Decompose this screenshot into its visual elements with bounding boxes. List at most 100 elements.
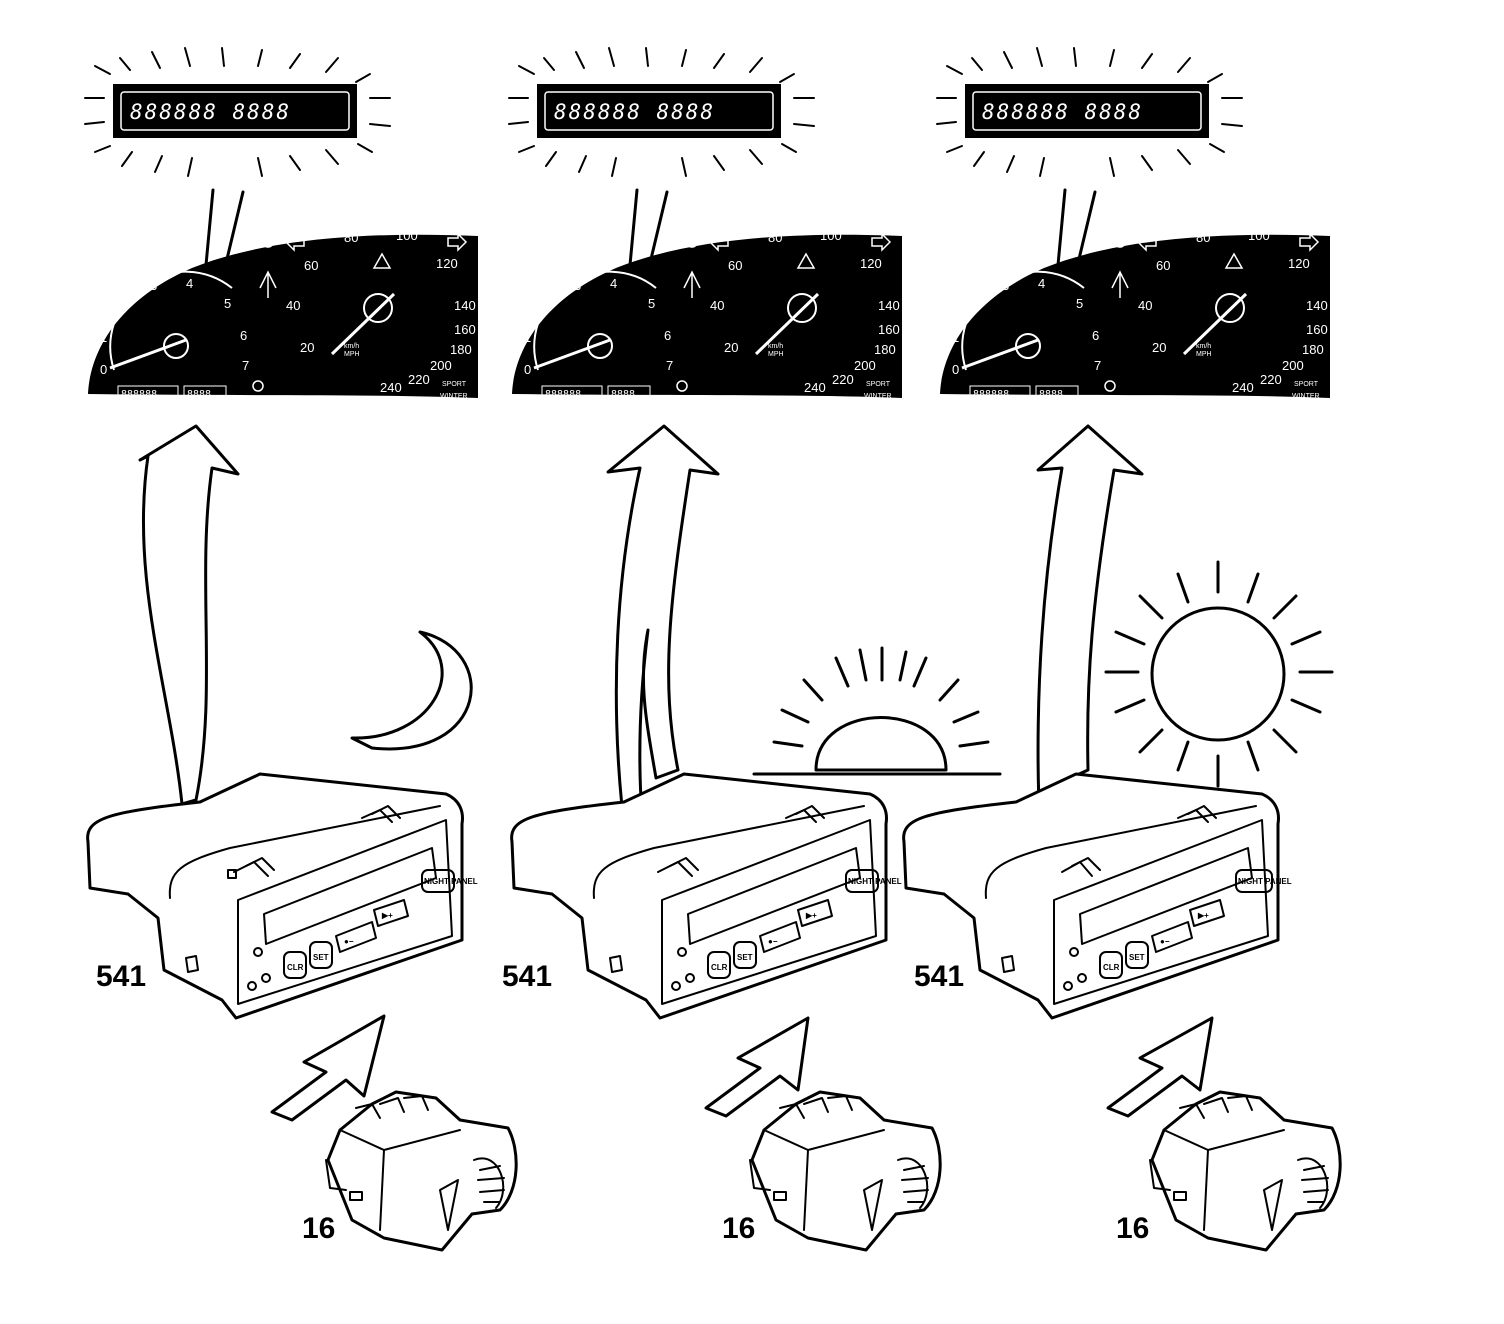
- odometer-total: 888888: [121, 389, 157, 400]
- tach-label: 3: [150, 278, 157, 293]
- speed-label: 180: [450, 342, 472, 357]
- display-readout: 888888 8888: [982, 100, 1143, 124]
- sport-label: SPORT: [866, 381, 891, 388]
- speed-label: 60: [728, 258, 742, 273]
- tach-label: 4: [186, 276, 193, 291]
- tach-label: 3: [574, 278, 581, 293]
- signal-arrow-switch: [704, 1016, 810, 1118]
- speed-label: 200: [854, 358, 876, 373]
- speed-label: 240: [804, 380, 826, 395]
- winter-label: WINTER: [864, 393, 892, 400]
- winter-label: WINTER: [1292, 393, 1320, 400]
- display-screen: [113, 84, 357, 138]
- tach-label: 4: [610, 276, 617, 291]
- left-turn-icon: [1136, 232, 1157, 252]
- dimmer-switch[interactable]: [325, 1090, 518, 1252]
- speed-label: 80: [1196, 230, 1210, 245]
- odometer-total: 888888: [545, 389, 581, 400]
- tach-label: 2: [542, 300, 549, 315]
- signal-arrow-switch: [1106, 1016, 1214, 1118]
- instrument-cluster: 0 1 2 3 4 5 6 7 20 40 60 80 100 120 140 …: [512, 228, 902, 401]
- tach-label: 7: [242, 358, 249, 373]
- tach-label: 1: [952, 330, 959, 345]
- speed-unit-lower: MPH: [1196, 351, 1212, 358]
- speed-unit-lower: MPH: [344, 351, 360, 358]
- warning-light-icon: [262, 236, 274, 248]
- night-panel-button[interactable]: NIGHT PANEL: [848, 877, 902, 886]
- night-panel-button[interactable]: NIGHT PANEL: [424, 877, 478, 886]
- sport-label: SPORT: [1294, 381, 1319, 388]
- speed-label: 20: [1152, 340, 1166, 355]
- traction-icon: [1111, 270, 1129, 298]
- engine-icon: [252, 380, 264, 392]
- speed-unit-upper: km/h: [1196, 343, 1211, 350]
- sid-unit: CLR SET ●− ▶+ NIGHT PANEL: [510, 772, 902, 1020]
- speed-unit-upper: km/h: [344, 343, 359, 350]
- display-screen: [965, 84, 1209, 138]
- sun-icon: [1104, 560, 1334, 788]
- speed-label: 240: [1232, 380, 1254, 395]
- warning-light-icon: [686, 236, 698, 248]
- hazard-icon: [1224, 252, 1244, 269]
- tach-label: 3: [1002, 278, 1009, 293]
- dimmer-switch[interactable]: [749, 1090, 942, 1252]
- minus-button[interactable]: ●−: [1160, 937, 1170, 946]
- glow-rays: [84, 47, 391, 177]
- tach-label: 6: [240, 328, 247, 343]
- speed-unit-lower: MPH: [768, 351, 784, 358]
- plus-button[interactable]: ▶+: [1197, 911, 1209, 920]
- part-number-switch: 16: [1116, 1212, 1149, 1245]
- tach-label: 1: [524, 330, 531, 345]
- plus-button[interactable]: ▶+: [381, 911, 393, 920]
- speed-label: 220: [1260, 372, 1282, 387]
- speed-label: 100: [820, 228, 842, 243]
- display-readout: 888888 8888: [130, 100, 291, 124]
- hazard-icon: [796, 252, 816, 269]
- speed-label: 120: [436, 256, 458, 271]
- engine-icon: [676, 380, 688, 392]
- tach-label: 5: [1076, 296, 1083, 311]
- odometer-trip: 8888: [187, 389, 211, 400]
- speed-label: 140: [878, 298, 900, 313]
- display-screen: [537, 84, 781, 138]
- clr-button[interactable]: CLR: [1103, 963, 1120, 972]
- speed-unit-upper: km/h: [768, 343, 783, 350]
- set-button[interactable]: SET: [737, 953, 753, 962]
- signal-arrow-up: [138, 424, 240, 806]
- sport-label: SPORT: [442, 381, 467, 388]
- minus-button[interactable]: ●−: [344, 937, 354, 946]
- odometer-total: 888888: [973, 389, 1009, 400]
- rising-sun-icon: [752, 646, 1002, 776]
- tach-label: 7: [666, 358, 673, 373]
- tach-label: 7: [1094, 358, 1101, 373]
- speed-label: 220: [408, 372, 430, 387]
- instrument-cluster: 0 1 2 3 4 5 6 7 20 40 60 80 100 120 140 …: [88, 228, 478, 401]
- right-turn-icon: [447, 232, 468, 252]
- panel-3: 888888 8888 0 1 2 3 4 5 6 7 20 40 60 80 …: [902, 47, 1342, 1252]
- tach-label: 2: [118, 300, 125, 315]
- plus-button[interactable]: ▶+: [805, 911, 817, 920]
- clr-button[interactable]: CLR: [287, 963, 304, 972]
- speed-label: 40: [710, 298, 724, 313]
- right-turn-icon: [1299, 232, 1320, 252]
- part-number-switch: 16: [302, 1212, 335, 1245]
- tach-label: 5: [648, 296, 655, 311]
- moon-icon: [350, 630, 473, 751]
- left-turn-icon: [708, 232, 729, 252]
- speed-label: 40: [286, 298, 300, 313]
- set-button[interactable]: SET: [313, 953, 329, 962]
- display-readout: 888888 8888: [554, 100, 715, 124]
- tach-label: 6: [1092, 328, 1099, 343]
- speed-label: 180: [874, 342, 896, 357]
- dimmer-switch[interactable]: [1149, 1090, 1342, 1252]
- left-turn-icon: [284, 232, 305, 252]
- clr-button[interactable]: CLR: [711, 963, 728, 972]
- glow-rays: [508, 47, 815, 177]
- set-button[interactable]: SET: [1129, 953, 1145, 962]
- speed-label: 160: [454, 322, 476, 337]
- minus-button[interactable]: ●−: [768, 937, 778, 946]
- night-panel-button[interactable]: NIGHT PANEL: [1238, 877, 1292, 886]
- speed-label: 180: [1302, 342, 1324, 357]
- speed-label: 200: [1282, 358, 1304, 373]
- tach-label: 0: [952, 362, 959, 377]
